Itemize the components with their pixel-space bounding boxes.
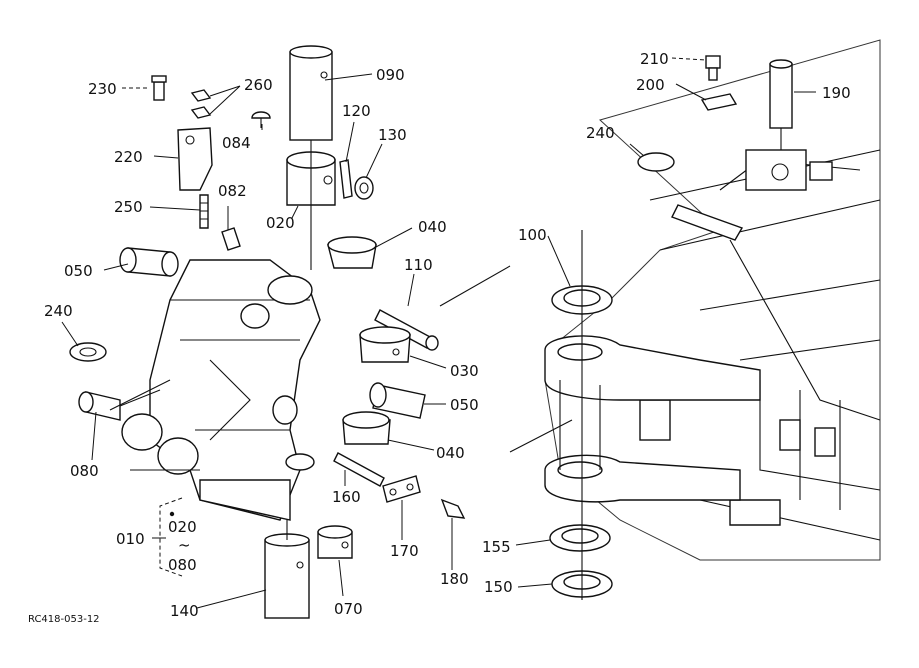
callout-130: 130	[378, 126, 407, 144]
callout-170: 170	[390, 542, 419, 560]
callout-140: 140	[170, 602, 199, 620]
callout-220: 220	[114, 148, 143, 166]
callout-labels: 230 260 090 120 130 084 220 082 020 250 …	[28, 50, 851, 625]
callout-120: 120	[342, 102, 371, 120]
tractor-frame-assembly	[544, 39, 881, 600]
axle-bracket-assembly	[69, 45, 466, 619]
callout-240-right: 240	[586, 124, 615, 142]
callout-040-lower: 040	[436, 444, 465, 462]
callout-210: 210	[640, 50, 669, 68]
range-bullet-icon	[169, 511, 175, 517]
callout-070: 070	[334, 600, 363, 618]
callout-010: 010	[116, 530, 145, 548]
callout-020: 020	[266, 214, 295, 232]
range-to: 080	[168, 556, 197, 574]
callout-030: 030	[450, 362, 479, 380]
callout-260: 260	[244, 76, 273, 94]
callout-250: 250	[114, 198, 143, 216]
callout-230: 230	[88, 80, 117, 98]
callout-110: 110	[404, 256, 433, 274]
callout-080: 080	[70, 462, 99, 480]
callout-155: 155	[482, 538, 511, 556]
callout-200: 200	[636, 76, 665, 94]
range-tilde: ~	[178, 536, 191, 554]
callout-190: 190	[822, 84, 851, 102]
callout-084: 084	[222, 134, 251, 152]
leader-lines	[61, 57, 816, 609]
figure-code: RC418-053-12	[28, 614, 100, 625]
callout-150: 150	[484, 578, 513, 596]
callout-040-upper: 040	[418, 218, 447, 236]
callout-240-left: 240	[44, 302, 73, 320]
callout-050-right: 050	[450, 396, 479, 414]
callout-050-left: 050	[64, 262, 93, 280]
callout-180: 180	[440, 570, 469, 588]
callout-082: 082	[218, 182, 247, 200]
callout-100: 100	[518, 226, 547, 244]
callout-090: 090	[376, 66, 405, 84]
range-from: 020	[168, 518, 197, 536]
callout-160: 160	[332, 488, 361, 506]
